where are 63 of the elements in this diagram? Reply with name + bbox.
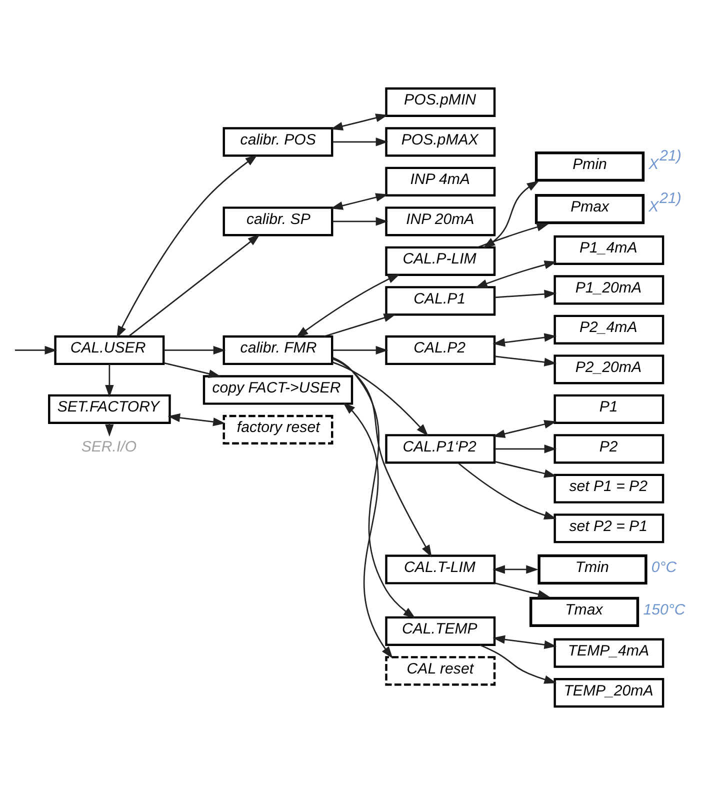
- node-text: SER.I/O: [81, 438, 137, 455]
- arrow: [164, 345, 226, 354]
- node-box: CAL.USER: [54, 334, 165, 365]
- arrow: [324, 313, 396, 337]
- node-box: TEMP_20mA: [554, 678, 664, 708]
- arrow: [332, 216, 388, 226]
- arrow: [330, 192, 388, 210]
- arrow: [494, 289, 557, 298]
- node-box: calibr. POS: [222, 126, 334, 156]
- node-box: TEMP_4mA: [554, 638, 664, 668]
- node-box: CAL.P1: [385, 286, 496, 316]
- node-box: P1: [554, 394, 664, 424]
- node-box: CAL.P2: [385, 334, 496, 365]
- node-box: Pmax: [534, 194, 645, 224]
- arrow: [332, 345, 388, 354]
- arrow: [168, 412, 226, 426]
- node-box: POS.pMIN: [385, 86, 496, 116]
- arrow: [492, 564, 538, 574]
- node-box: calibr. SP: [222, 206, 334, 236]
- node-box: Tmin: [538, 554, 648, 584]
- node-box: P2: [554, 434, 664, 464]
- node-box: P2_20mA: [554, 354, 664, 384]
- node-box: POS.pMAX: [385, 126, 496, 156]
- arrow: [492, 634, 557, 648]
- arrow: [332, 356, 416, 618]
- node-box: set P2 = P1: [554, 513, 664, 543]
- arrow: [475, 260, 557, 288]
- node-label: 150°C: [643, 600, 686, 618]
- node-box: Pmin: [534, 151, 645, 182]
- arrow: [494, 460, 557, 478]
- arrow: [116, 154, 258, 338]
- arrow: [494, 355, 557, 366]
- arrow: [458, 462, 557, 519]
- node-box: CAL.P1‘P2: [385, 434, 496, 464]
- arrow: [332, 137, 388, 146]
- node-label: 0°C: [651, 558, 677, 576]
- node-box: copy FACT->USER: [202, 374, 354, 404]
- arrow: [330, 113, 388, 130]
- node-box: calibr. FMR: [222, 334, 334, 365]
- arrow: [296, 274, 400, 338]
- arrow: [492, 332, 557, 346]
- node-box: CAL.T-LIM: [385, 554, 496, 584]
- arrow: [14, 345, 58, 354]
- node-box: P1_20mA: [554, 274, 664, 304]
- arrow: [105, 363, 114, 397]
- arrow: [332, 361, 428, 436]
- arrow: [494, 444, 557, 453]
- arrow: [494, 582, 550, 598]
- node-box: CAL.P-LIM: [385, 246, 496, 276]
- node-box: CAL.TEMP: [385, 616, 496, 646]
- node-box: Tmax: [529, 596, 640, 627]
- arrow: [332, 357, 432, 557]
- node-box: CAL reset: [385, 656, 496, 686]
- arrow: [342, 402, 393, 658]
- node-box: P1_4mA: [554, 234, 664, 264]
- node-box: P2_4mA: [554, 314, 664, 344]
- node-box: INP 20mA: [385, 206, 496, 236]
- arrow: [128, 234, 260, 336]
- arrow: [164, 362, 222, 378]
- node-box: set P1 = P2: [554, 473, 664, 503]
- node-box: factory reset: [222, 414, 334, 444]
- arrow: [492, 420, 557, 438]
- node-box: INP 4mA: [385, 166, 496, 196]
